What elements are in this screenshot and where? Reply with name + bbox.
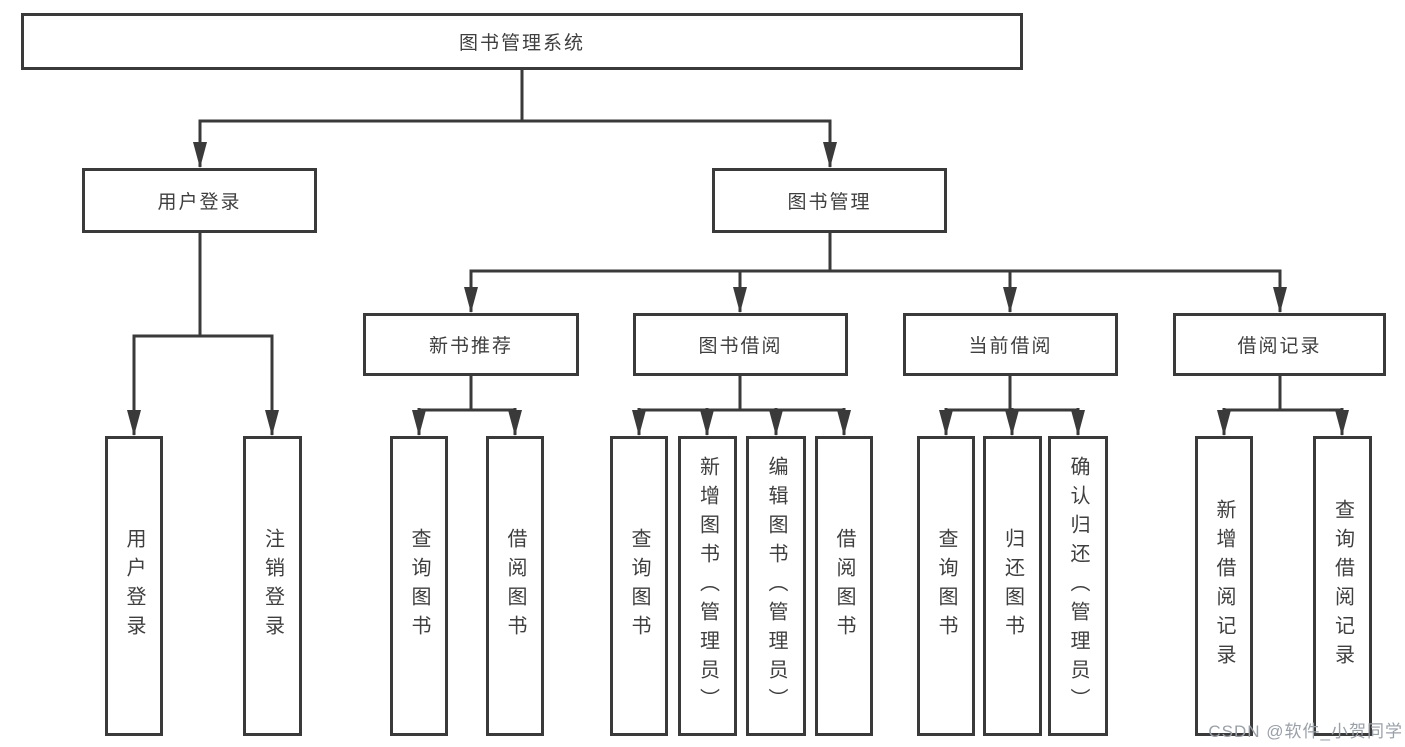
leaf-query-books-2-label: 查询图书 bbox=[628, 528, 650, 644]
leaf-add-borrow-record: 新增借阅记录 bbox=[1195, 436, 1253, 736]
node-user-login-branch: 用户登录 bbox=[82, 168, 317, 233]
leaf-edit-book-admin: 编辑图书（管理员） bbox=[746, 436, 806, 736]
node-book-borrowing: 图书借阅 bbox=[633, 313, 848, 376]
node-user-login-label: 用户登录 bbox=[157, 192, 242, 213]
leaf-user-login: 用户登录 bbox=[105, 436, 163, 736]
leaf-borrow-books-2: 借阅图书 bbox=[815, 436, 873, 736]
leaf-return-books: 归还图书 bbox=[983, 436, 1042, 736]
leaf-add-book-admin-label: 新增图书（管理员） bbox=[696, 455, 719, 717]
leaf-query-books-1-label: 查询图书 bbox=[408, 528, 430, 644]
node-borrowing-records: 借阅记录 bbox=[1173, 313, 1386, 376]
node-new-book-recommend-label: 新书推荐 bbox=[428, 336, 513, 357]
node-current-borrowing-label: 当前借阅 bbox=[968, 336, 1053, 357]
node-current-borrowing: 当前借阅 bbox=[903, 313, 1118, 376]
node-book-borrowing-label: 图书借阅 bbox=[698, 336, 783, 357]
leaf-query-books-1: 查询图书 bbox=[390, 436, 448, 736]
leaf-return-books-label: 归还图书 bbox=[1001, 528, 1024, 644]
node-library-system-label: 图书管理系统 bbox=[458, 33, 585, 54]
node-borrowing-records-label: 借阅记录 bbox=[1237, 336, 1322, 357]
leaf-query-books-3-label: 查询图书 bbox=[935, 528, 957, 644]
leaf-user-login-label: 用户登录 bbox=[123, 528, 145, 644]
leaf-edit-book-admin-label: 编辑图书（管理员） bbox=[765, 455, 787, 717]
leaf-query-books-2: 查询图书 bbox=[610, 436, 668, 736]
leaf-query-borrow-record-label: 查询借阅记录 bbox=[1331, 499, 1354, 673]
csdn-watermark: CSDN @软件_小贺同学 bbox=[1208, 722, 1403, 741]
leaf-query-borrow-record: 查询借阅记录 bbox=[1313, 436, 1372, 736]
leaf-borrow-books-1-label: 借阅图书 bbox=[504, 528, 526, 644]
leaf-confirm-return-admin-label: 确认归还（管理员） bbox=[1067, 455, 1089, 717]
leaf-logout-label: 注销登录 bbox=[261, 528, 284, 644]
leaf-borrow-books-2-label: 借阅图书 bbox=[833, 528, 855, 644]
node-book-management-label: 图书管理 bbox=[787, 192, 872, 213]
node-new-book-recommend: 新书推荐 bbox=[363, 313, 579, 376]
leaf-confirm-return-admin: 确认归还（管理员） bbox=[1048, 436, 1108, 736]
leaf-query-books-3: 查询图书 bbox=[917, 436, 975, 736]
leaf-add-book-admin: 新增图书（管理员） bbox=[678, 436, 737, 736]
node-book-management: 图书管理 bbox=[712, 168, 947, 233]
node-library-system: 图书管理系统 bbox=[21, 13, 1023, 70]
leaf-logout: 注销登录 bbox=[243, 436, 302, 736]
leaf-borrow-books-1: 借阅图书 bbox=[486, 436, 544, 736]
leaf-add-borrow-record-label: 新增借阅记录 bbox=[1213, 499, 1235, 673]
